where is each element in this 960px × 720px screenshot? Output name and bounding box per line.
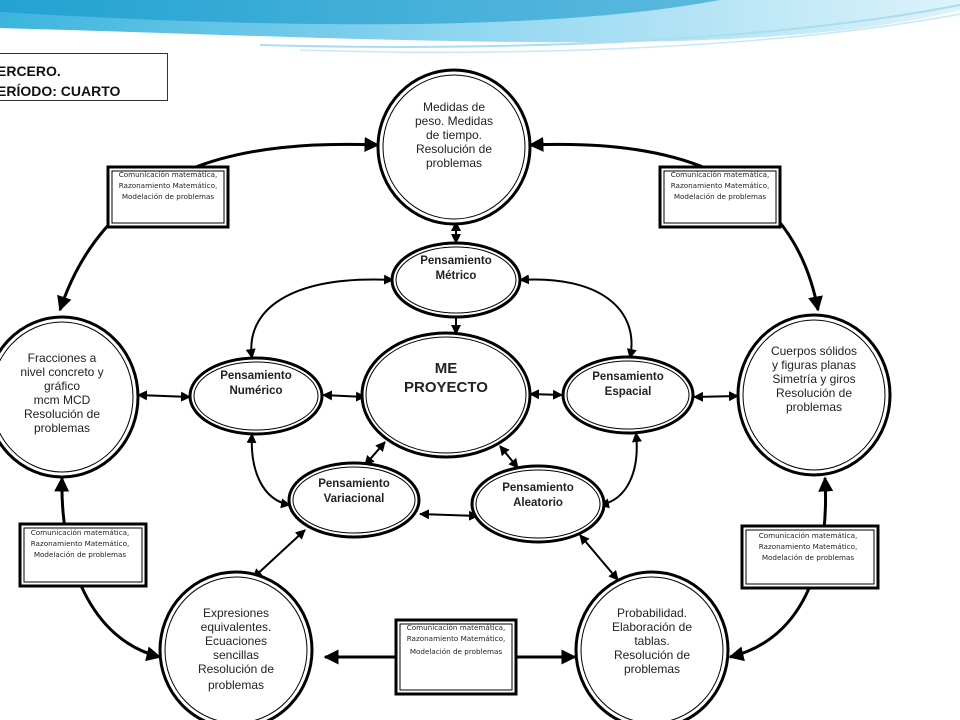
topic-right-line-1: Cuerpos sólidos	[771, 344, 857, 358]
topic-bottom-left-line-4: sencillas	[213, 648, 259, 662]
competency-line-1: Comunicación matemática,	[671, 170, 770, 179]
metrico-line-1: Pensamiento	[420, 255, 492, 267]
node-pensamiento-aleatorio: Pensamiento Aleatorio	[470, 464, 606, 544]
node-center-me-proyecto: ME PROYECTO	[360, 331, 532, 459]
topic-left-line-3: gráfico	[44, 379, 80, 393]
aleatorio-line-2: Aleatorio	[513, 497, 563, 509]
arrow-metrico-to-numerico	[245, 274, 394, 359]
competency-line-3: Modelación de problemas	[34, 550, 127, 559]
arrow-numerico-to-variacional	[246, 433, 291, 509]
metrico-line-2: Métrico	[436, 270, 477, 282]
aleatorio-line-1: Pensamiento	[502, 482, 574, 494]
competency-line-2: Razonamiento Matemático,	[759, 542, 858, 551]
arrow-aleatorio-to-bottom-right	[579, 534, 619, 581]
arrow-espacial-to-aleatorio	[599, 432, 642, 509]
topic-left-line-4: mcm MCD	[34, 393, 91, 407]
topic-circle-left: Fracciones a nivel concreto y gráfico mc…	[0, 315, 140, 479]
competency-line-2: Razonamiento Matemático,	[671, 181, 770, 190]
competency-box-left: Comunicación matemática, Razonamiento Ma…	[18, 522, 148, 588]
arrow-variacional-to-aleatorio	[419, 509, 479, 521]
topic-bottom-right-line-3: tablas.	[634, 634, 669, 648]
variacional-line-1: Pensamiento	[318, 478, 390, 490]
topic-bottom-left-line-3: Ecuaciones	[205, 634, 267, 648]
topic-top-line-4: Resolución de	[416, 142, 492, 156]
competency-line-1: Comunicación matemática,	[119, 170, 218, 179]
topic-top-line-2: peso. Medidas	[415, 114, 493, 128]
arrow-espacial-to-right	[693, 391, 739, 402]
topic-left-line-5: Resolución de	[24, 407, 100, 421]
topic-bottom-right-line-1: Probabilidad.	[617, 606, 687, 620]
header-grade: ERCERO.	[0, 63, 61, 79]
espacial-line-2: Espacial	[605, 386, 652, 398]
competency-line-3: Modelación de problemas	[762, 553, 855, 562]
competency-line-1: Comunicación matemática,	[407, 623, 506, 632]
topic-circle-right: Cuerpos sólidos y figuras planas Simetrí…	[736, 313, 892, 477]
topic-right-line-3: Simetría y giros	[772, 372, 855, 386]
numerico-line-1: Pensamiento	[220, 370, 292, 382]
topic-bottom-right-line-2: Elaboración de	[612, 620, 692, 634]
competency-line-3: Modelación de problemas	[410, 647, 503, 656]
topic-bottom-left-line-5: Resolución de	[198, 662, 274, 676]
variacional-line-2: Variacional	[324, 493, 385, 505]
topic-right-line-4: Resolución de	[776, 386, 852, 400]
numerico-line-2: Numérico	[229, 385, 282, 397]
topic-bottom-left-line-1: Expresiones	[203, 606, 269, 620]
topic-circle-bottom-left: Expresiones equivalentes. Ecuaciones sen…	[158, 570, 314, 720]
node-pensamiento-metrico: Pensamiento Métrico	[390, 241, 522, 319]
arrow-center-to-aleatorio	[499, 445, 519, 469]
competency-line-1: Comunicación matemática,	[759, 531, 858, 540]
topic-circle-bottom-right: Probabilidad. Elaboración de tablas. Res…	[574, 570, 730, 720]
topic-left-line-6: problemas	[34, 421, 90, 435]
center-line-1: ME	[435, 360, 458, 377]
topic-bottom-left-line-2: equivalentes.	[201, 620, 272, 634]
node-pensamiento-numerico: Pensamiento Numérico	[188, 356, 324, 436]
topic-top-line-5: problemas	[426, 156, 482, 170]
inner-connectors	[137, 221, 739, 581]
topic-right-line-5: problemas	[786, 400, 842, 414]
competency-line-1: Comunicación matemática,	[31, 528, 130, 537]
arrow-center-to-variacional	[364, 441, 386, 466]
topic-left-line-2: nivel concreto y	[20, 365, 103, 379]
header-period: ERÍODO: CUARTO	[0, 83, 121, 99]
competency-box-top-left: Comunicación matemática, Razonamiento Ma…	[106, 165, 230, 229]
arrow-center-to-espacial	[529, 389, 563, 400]
competency-box-top-right: Comunicación matemática, Razonamiento Ma…	[658, 165, 782, 229]
competency-box-right: Comunicación matemática, Razonamiento Ma…	[740, 524, 880, 590]
topic-circle-top: Medidas de peso. Medidas de tiempo. Reso…	[376, 68, 532, 226]
arrow-left-to-numerico	[137, 390, 191, 402]
node-pensamiento-espacial: Pensamiento Espacial	[561, 355, 695, 435]
topic-bottom-right-line-5: problemas	[624, 662, 680, 676]
competency-box-bottom: Comunicación matemática, Razonamiento Ma…	[394, 618, 518, 696]
espacial-line-1: Pensamiento	[592, 371, 664, 383]
competency-line-2: Razonamiento Matemático,	[407, 634, 506, 643]
center-line-2: PROYECTO	[404, 379, 488, 396]
node-pensamiento-variacional: Pensamiento Variacional	[287, 461, 421, 539]
arrow-variacional-to-bottom-left	[252, 529, 306, 579]
arrow-metrico-to-espacial	[519, 274, 637, 359]
competency-line-2: Razonamiento Matemático,	[119, 181, 218, 190]
competency-line-3: Modelación de problemas	[122, 192, 215, 201]
arrow-numerico-to-center	[322, 390, 366, 402]
topic-top-line-3: de tiempo.	[426, 128, 482, 142]
topic-right-line-2: y figuras planas	[772, 358, 856, 372]
arrow-right-to-bottom-right	[728, 476, 834, 662]
header-waves	[0, 0, 960, 53]
competency-line-3: Modelación de problemas	[674, 192, 767, 201]
topic-left-line-1: Fracciones a	[28, 351, 97, 365]
arrow-left-to-bottom-left	[54, 476, 162, 662]
topic-bottom-right-line-4: Resolución de	[614, 648, 690, 662]
competency-line-2: Razonamiento Matemático,	[31, 539, 130, 548]
header-box: ERCERO. ERÍODO: CUARTO	[0, 53, 168, 101]
topic-top-line-1: Medidas de	[423, 100, 485, 114]
topic-bottom-left-line-6: problemas	[208, 678, 264, 692]
